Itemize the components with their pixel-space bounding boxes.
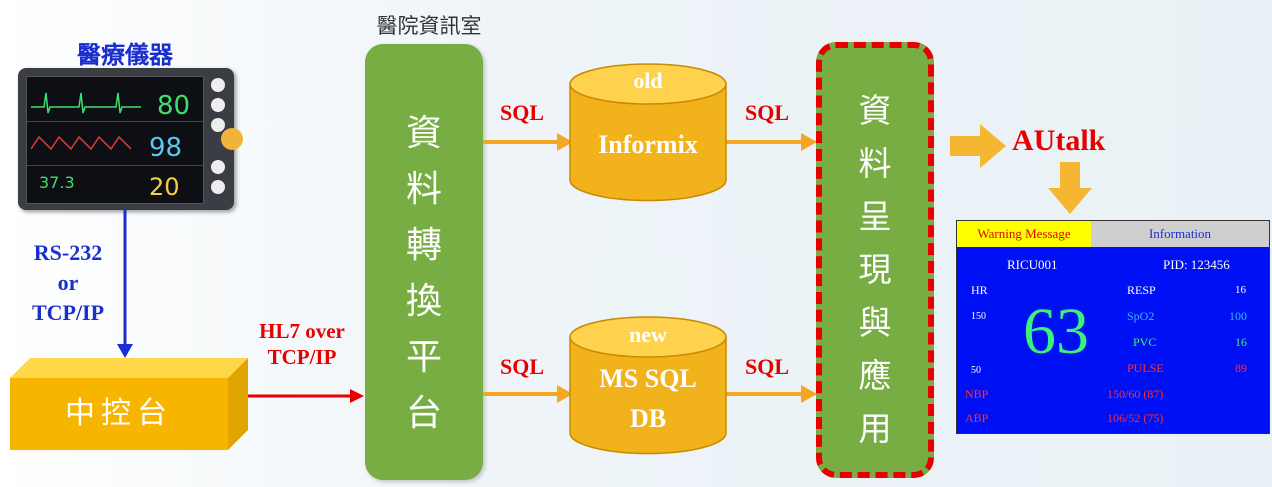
- sql-arrow-old-out: [725, 133, 817, 151]
- platform-char: 換: [405, 281, 442, 322]
- hl7-line1: HL7 over: [259, 319, 345, 343]
- db-new-line1: MS SQL: [599, 364, 697, 393]
- sql-label: SQL: [500, 354, 545, 379]
- unit-id: RICU001: [1007, 257, 1058, 272]
- db-old-tag: old: [633, 68, 663, 93]
- hr-value: 63: [1023, 295, 1089, 368]
- nbp-label: NBP: [965, 387, 989, 401]
- rs232-line2: or: [57, 270, 79, 295]
- autalk-block-arrow: [950, 124, 1006, 168]
- resp-label: RESP: [1127, 283, 1156, 297]
- nbp-value: 150/60 (87): [1107, 387, 1164, 401]
- ecg-waveform: [31, 92, 141, 114]
- platform-char: 平: [405, 337, 442, 378]
- presentation-char: 現: [858, 250, 892, 289]
- sql-arrow-new-out: [725, 385, 817, 403]
- tab-information[interactable]: Information: [1091, 221, 1269, 247]
- mssql-db-cylinder: [569, 316, 727, 455]
- data-presentation-box: 資 料 呈 現 與 應 用: [816, 42, 934, 478]
- presentation-char: 呈: [858, 197, 892, 236]
- rs232-arrow: [117, 210, 133, 358]
- sql-label: SQL: [500, 100, 545, 125]
- device-spo2: 98: [149, 133, 183, 163]
- patient-id: PID: 123456: [1163, 257, 1230, 272]
- pvc-value: 16: [1235, 335, 1247, 349]
- platform-char: 資: [405, 113, 442, 154]
- platform-char: 台: [405, 393, 442, 434]
- device-button-icon: [211, 78, 225, 92]
- hr-high-limit: 150: [971, 311, 986, 322]
- data-conversion-platform: 資 料 轉 換 平 台: [365, 44, 483, 480]
- autalk-monitor-panel: Warning Message Information RICU001 PID:…: [956, 220, 1270, 434]
- autalk-label: AUtalk: [1012, 124, 1106, 157]
- pleth-waveform: [31, 135, 132, 151]
- tab-warning-message[interactable]: Warning Message: [957, 221, 1091, 247]
- platform-char: 料: [405, 169, 442, 210]
- sql-label: SQL: [745, 100, 790, 125]
- platform-char: 轉: [405, 225, 442, 266]
- presentation-char: 料: [858, 144, 892, 183]
- device-knob-icon: [221, 128, 243, 150]
- rs232-line3: TCP/IP: [31, 300, 105, 325]
- central-console-box: [10, 358, 248, 450]
- presentation-char: 應: [858, 356, 892, 395]
- hr-label: HR: [971, 283, 988, 297]
- hr-low-limit: 50: [971, 365, 981, 376]
- device-temp: 37.3: [39, 173, 75, 192]
- db-old-name: Informix: [598, 130, 698, 159]
- device-hr: 80: [157, 91, 191, 121]
- device-button-icon: [211, 160, 225, 174]
- sql-label: SQL: [745, 354, 790, 379]
- central-console-label: 中控台: [65, 396, 173, 431]
- device-button-icon: [211, 180, 225, 194]
- pulse-value: 89: [1235, 361, 1247, 375]
- pulse-label: PULSE: [1127, 361, 1164, 375]
- rs232-line1: RS-232: [33, 240, 103, 265]
- pvc-label: PVC: [1133, 335, 1157, 349]
- medical-device-label: 醫療儀器: [77, 41, 173, 69]
- autalk-down-arrow: [1048, 162, 1092, 214]
- rs232-label: RS-232 or TCP/IP: [20, 238, 116, 328]
- hl7-label: HL7 over TCP/IP: [242, 318, 362, 370]
- device-button-icon: [211, 118, 225, 132]
- device-button-icon: [211, 98, 225, 112]
- presentation-char: 用: [858, 409, 892, 448]
- db-new-tag: new: [629, 322, 667, 347]
- sql-arrow-old-in: [483, 133, 573, 151]
- patient-monitor-device: 80 98 37.3 20: [18, 68, 243, 210]
- presentation-char: 資: [858, 91, 892, 130]
- platform-top-label: 醫院資訊室: [376, 14, 482, 38]
- hl7-line2: TCP/IP: [267, 345, 337, 369]
- spo2-label: SpO2: [1127, 309, 1155, 323]
- device-resp: 20: [149, 173, 180, 201]
- abp-label: ABP: [965, 411, 989, 425]
- presentation-char: 與: [858, 303, 892, 342]
- sql-arrow-new-in: [483, 385, 573, 403]
- spo2-value: 100: [1229, 309, 1247, 323]
- resp-value: 16: [1235, 284, 1246, 296]
- db-new-line2: DB: [629, 404, 667, 433]
- informix-db-cylinder: [569, 63, 727, 202]
- hl7-arrow: [248, 389, 364, 403]
- abp-value: 106/52 (75): [1107, 411, 1164, 425]
